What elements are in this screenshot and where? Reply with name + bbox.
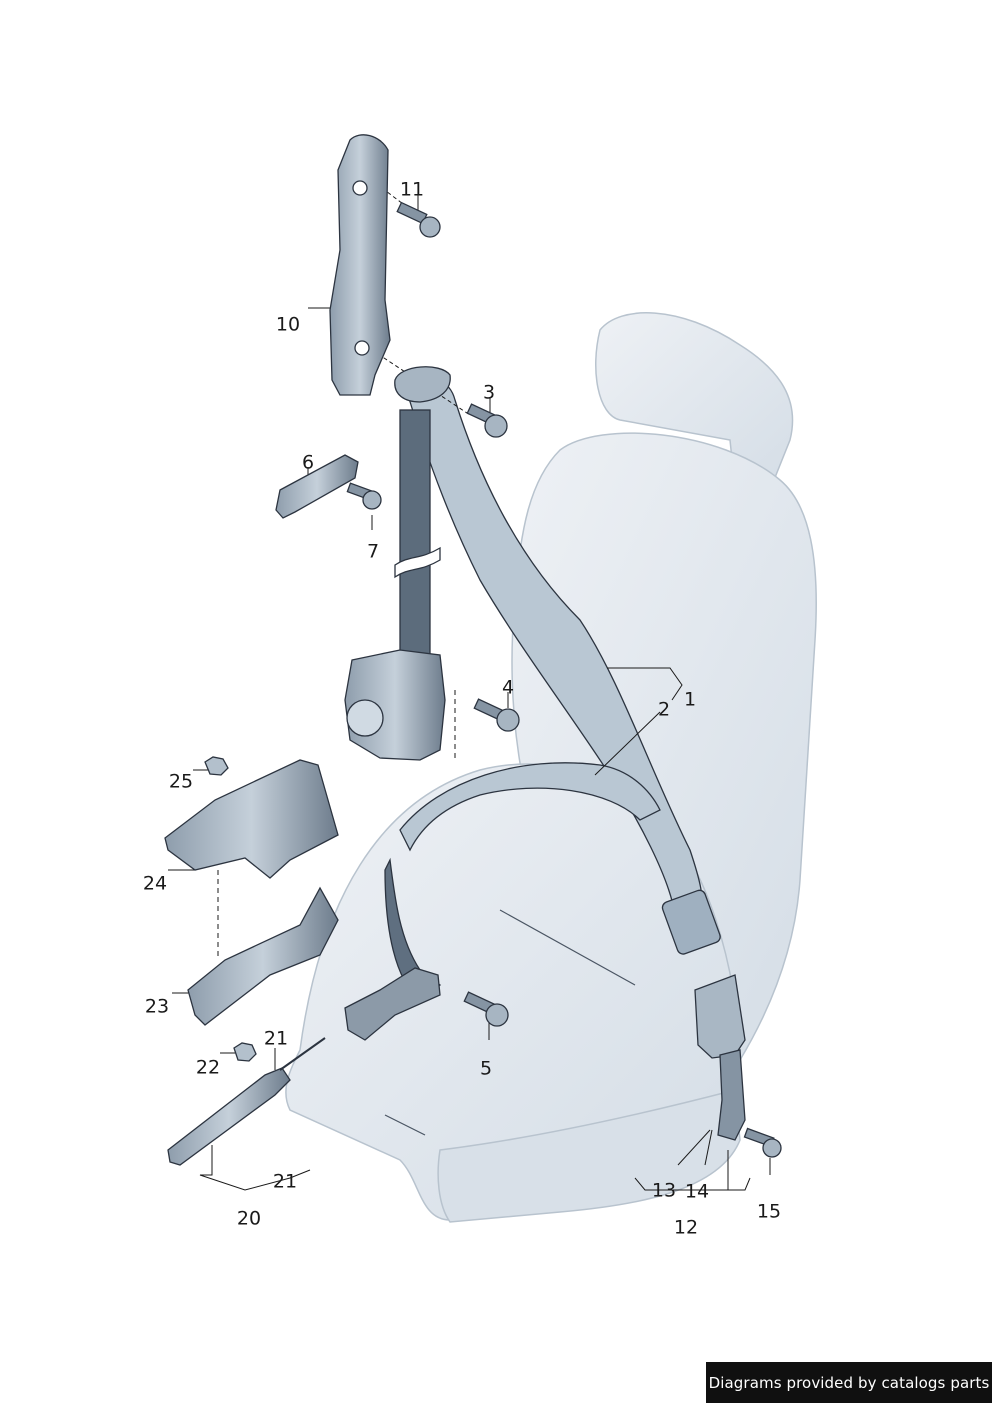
cushion-front — [437, 1089, 741, 1223]
callout-12: 12 — [673, 1216, 699, 1239]
nut-22 — [233, 1042, 257, 1062]
height-adjuster-rail — [329, 134, 391, 396]
bolt-7 — [346, 482, 382, 510]
bolt-4 — [473, 698, 520, 732]
callout-22: 22 — [195, 1056, 221, 1079]
rail-mount-hole-top — [352, 180, 368, 196]
callout-1: 1 — [683, 688, 697, 711]
cushion-seam — [499, 909, 636, 986]
callout-14: 14 — [684, 1180, 710, 1203]
callout-25: 25 — [168, 770, 194, 793]
callout-21b: 21 — [272, 1170, 298, 1193]
callout-2: 2 — [657, 698, 671, 721]
rail-mount-hole-bottom — [354, 340, 370, 356]
buckle-strap — [717, 1049, 746, 1141]
callout-15: 15 — [756, 1200, 782, 1223]
bolt-11 — [396, 201, 441, 238]
callout-10: 10 — [275, 313, 301, 336]
retractor-spool — [346, 699, 384, 737]
callout-7: 7 — [366, 540, 380, 563]
callout-4: 4 — [501, 676, 515, 699]
pretensioner-tube — [167, 1067, 291, 1166]
callout-6: 6 — [301, 451, 315, 474]
belt-webbing — [384, 377, 721, 1001]
callout-21a: 21 — [263, 1027, 289, 1050]
callout-11: 11 — [399, 178, 425, 201]
vertical-webbing — [399, 409, 431, 671]
bolt-5 — [463, 991, 509, 1027]
belt-buckle — [694, 974, 746, 1059]
callout-3: 3 — [482, 381, 496, 404]
callout-13: 13 — [651, 1179, 677, 1202]
cushion-seam-2 — [384, 1114, 426, 1136]
lap-belt — [399, 762, 661, 852]
callout-5: 5 — [479, 1057, 493, 1080]
bracket-23 — [187, 886, 339, 1026]
credit-banner: Diagrams provided by catalogs parts — [706, 1362, 992, 1403]
pretensioner-cable — [279, 1037, 326, 1071]
bolt-15 — [743, 1127, 782, 1158]
seat-illustration — [285, 312, 817, 1223]
bolt-3 — [466, 403, 508, 438]
belt-guide-loop — [394, 366, 451, 403]
belt-tongue — [661, 889, 721, 955]
bracket-24 — [164, 759, 339, 879]
floor-anchor — [344, 967, 441, 1041]
callout-23: 23 — [144, 995, 170, 1018]
headrest — [595, 312, 794, 498]
webbing-break — [394, 546, 441, 579]
bracket-6 — [275, 454, 359, 519]
parts — [164, 134, 782, 1166]
callout-24: 24 — [142, 872, 168, 895]
credit-text: Diagrams provided by catalogs parts — [708, 1373, 990, 1392]
nut-25 — [204, 756, 229, 776]
callout-20: 20 — [236, 1207, 262, 1230]
